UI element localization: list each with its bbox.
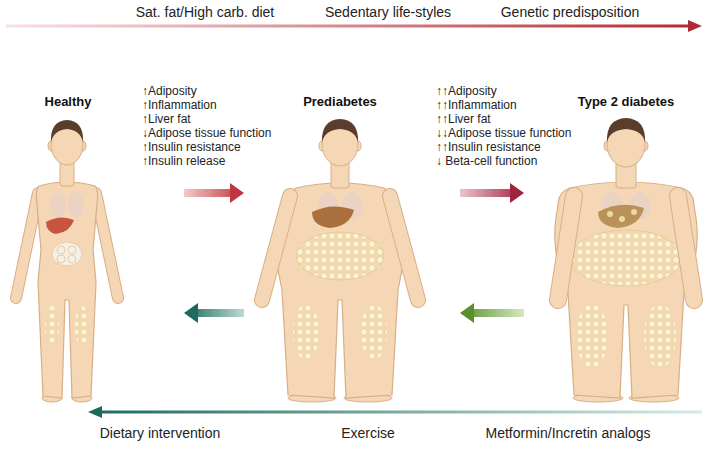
- thigh-fat: [75, 306, 89, 346]
- arm: [262, 196, 290, 300]
- arm: [558, 196, 574, 300]
- arm: [16, 193, 38, 298]
- trend-arrow: [100, 411, 702, 414]
- arrow-head: [184, 303, 198, 323]
- intestine: [68, 255, 76, 263]
- human-figure: [16, 120, 118, 402]
- liver-fat: [607, 211, 613, 217]
- transition-arrow: [184, 183, 244, 203]
- liver-fat: [619, 216, 625, 222]
- arm: [678, 196, 694, 300]
- visceral-fat: [570, 230, 682, 286]
- change-item: ↑Inflammation: [142, 98, 217, 113]
- transition-arrow: [184, 303, 244, 323]
- hair: [51, 120, 83, 142]
- stage-heading: Type 2 diabetes: [548, 94, 704, 110]
- thigh-fat: [293, 304, 319, 360]
- arrow-head: [230, 183, 244, 203]
- arm: [558, 196, 574, 300]
- visceral-fat: [296, 232, 384, 280]
- trend-arrow: [6, 25, 690, 28]
- intestine: [57, 255, 65, 263]
- body: [555, 182, 697, 398]
- arrow-head: [460, 303, 474, 323]
- arm: [390, 196, 418, 300]
- change-item: ↓↓Adipose tissue function: [436, 126, 571, 141]
- factor-label: Metformin/Incretin analogs: [486, 425, 651, 442]
- arrow-head: [688, 20, 702, 32]
- liver-fat: [631, 209, 637, 215]
- arrow-head: [510, 183, 524, 203]
- arrow-shaft: [196, 309, 244, 317]
- intestine: [57, 246, 65, 254]
- stage-figure: Type 2 diabetes: [548, 94, 704, 406]
- stage-heading: Healthy: [2, 94, 134, 110]
- change-item: ↑Adiposity: [142, 84, 197, 99]
- human-figure: [262, 119, 418, 402]
- fatty-liver: [598, 205, 644, 228]
- factor-label: Sedentary life-styles: [325, 4, 451, 21]
- thigh-fat: [45, 306, 59, 346]
- stage-heading: Prediabetes: [250, 94, 430, 110]
- stage-figure: Prediabetes: [250, 94, 430, 406]
- change-item: ↑Insulin resistance: [142, 140, 241, 155]
- intestine: [68, 246, 76, 254]
- factor-label: Sat. fat/High carb. diet: [136, 4, 275, 21]
- arm: [96, 193, 118, 298]
- arm: [16, 193, 38, 298]
- change-item: ↑↑Insulin resistance: [436, 140, 541, 155]
- change-item: ↑↑Adiposity: [436, 84, 497, 99]
- arm: [678, 196, 694, 300]
- lung: [50, 192, 66, 218]
- human-figure: [555, 118, 697, 402]
- change-item: ↓Adipose tissue function: [142, 126, 271, 141]
- change-item: ↑Liver fat: [142, 112, 191, 127]
- intestine: [52, 242, 82, 266]
- arm: [262, 196, 290, 300]
- change-item: ↑↑Liver fat: [436, 112, 491, 127]
- liver: [46, 217, 74, 234]
- thigh-fat: [644, 304, 676, 368]
- transition-arrow: [460, 303, 524, 323]
- thigh-fat: [361, 304, 387, 360]
- change-item: ↑Insulin release: [142, 154, 225, 169]
- hair: [322, 119, 358, 142]
- change-item: ↑↑Inflammation: [436, 98, 517, 113]
- arm: [96, 193, 118, 298]
- arrow-head: [88, 406, 102, 418]
- hair: [607, 118, 645, 142]
- factor-label: Dietary intervention: [100, 425, 221, 442]
- factor-label: Exercise: [341, 425, 395, 442]
- arm: [390, 196, 418, 300]
- factor-label: Genetic predisposition: [501, 4, 640, 21]
- change-item: ↓ Beta-cell function: [436, 154, 537, 169]
- liver: [312, 206, 354, 228]
- body: [36, 182, 97, 398]
- arrow-shaft: [460, 189, 512, 197]
- arrow-shaft: [184, 189, 232, 197]
- lung: [68, 192, 84, 218]
- stage-figure: Healthy: [2, 94, 134, 406]
- body: [274, 183, 406, 398]
- thigh-fat: [576, 304, 608, 368]
- arrow-shaft: [472, 309, 524, 317]
- transition-arrow: [460, 183, 524, 203]
